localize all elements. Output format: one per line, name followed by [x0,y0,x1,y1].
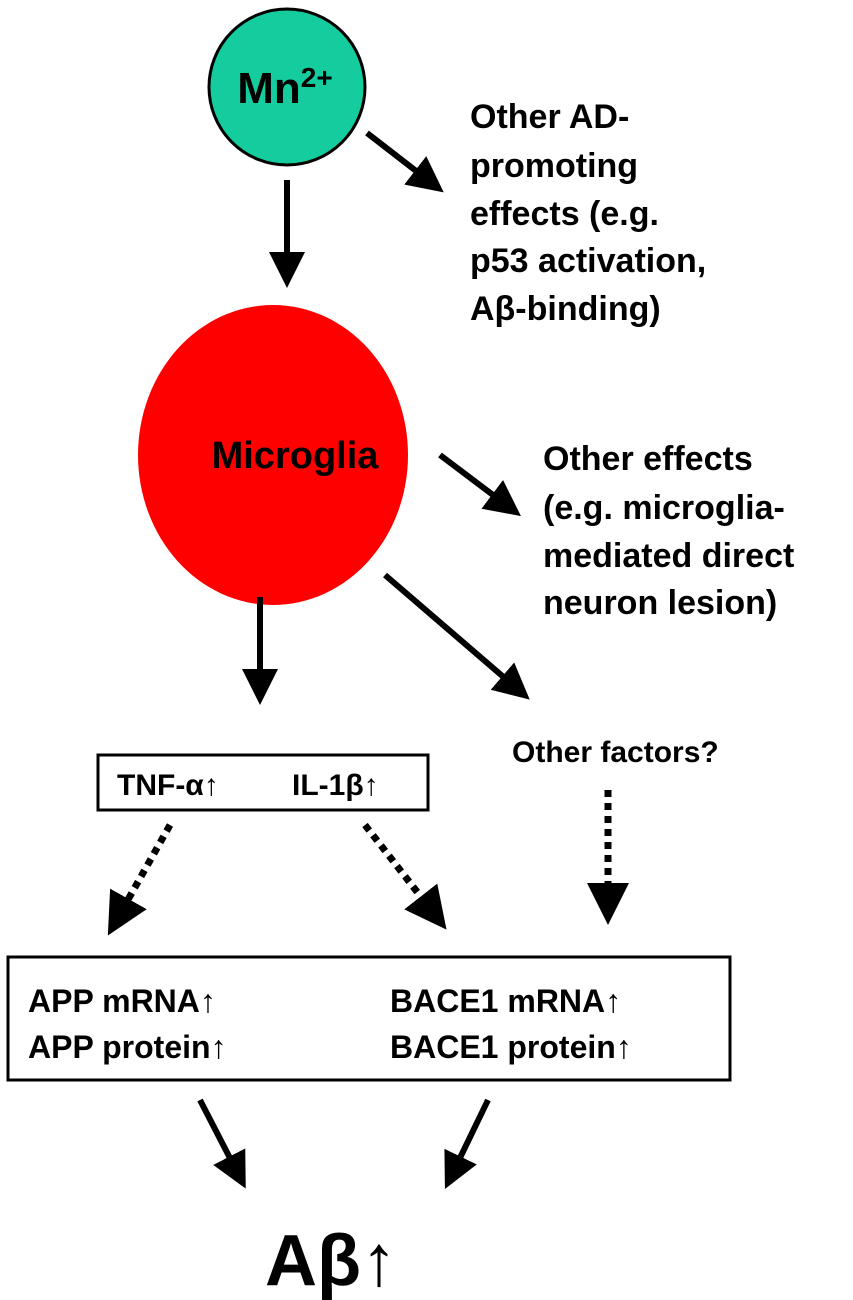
arrow-app-to-abeta [197,1098,246,1189]
text-line: Aβ-binding) [470,290,661,328]
other-effects-text: Other effects (e.g. microglia- mediated … [543,440,794,622]
dotted-arrow-il1b-to-bace1 [362,822,447,930]
mn-circle [207,7,367,167]
arrow-mn-to-other-ad [365,130,444,193]
arrow-bace1-to-abeta [444,1098,491,1190]
text-line: neuron lesion) [543,584,777,622]
abeta-label: Aβ↑ [265,1221,397,1300]
text-line: (e.g. microglia- [543,489,785,527]
mn-node: Mn2+ [207,7,367,167]
app-bace1-box: APP mRNA↑ APP protein↑ BACE1 mRNA↑ BACE1… [6,955,732,1082]
bace1-protein-label: BACE1 protein↑ [390,1029,632,1065]
arrow-microglia-to-other-factors [383,572,530,700]
bace1-mrna-label: BACE1 mRNA↑ [390,983,621,1019]
microglia-node: Microglia [138,305,408,605]
tnf-alpha-label: TNF-α↑ [117,769,219,802]
mn-label: Mn2+ [237,62,332,113]
arrow-microglia-to-other-effects [438,452,521,517]
app-protein-label: APP protein↑ [28,1029,227,1065]
other-factors-label: Other factors? [512,736,719,769]
microglia-circle [138,305,408,605]
other-ad-effects-text: Other AD- promoting effects (e.g. p53 ac… [470,98,706,328]
text-line: Other effects [543,440,753,478]
text-line: promoting [470,147,638,185]
dotted-arrow-tnf-to-app [107,823,174,936]
text-line: effects (e.g. [470,195,659,233]
cytokine-box: TNF-α↑ IL-1β↑ [96,753,430,812]
text-line: p53 activation, [470,242,706,280]
app-mrna-label: APP mRNA↑ [28,983,216,1019]
il1b-label: IL-1β↑ [292,769,379,802]
microglia-label: Microglia [212,435,380,477]
text-line: Other AD- [470,98,629,136]
text-line: mediated direct [543,537,794,575]
